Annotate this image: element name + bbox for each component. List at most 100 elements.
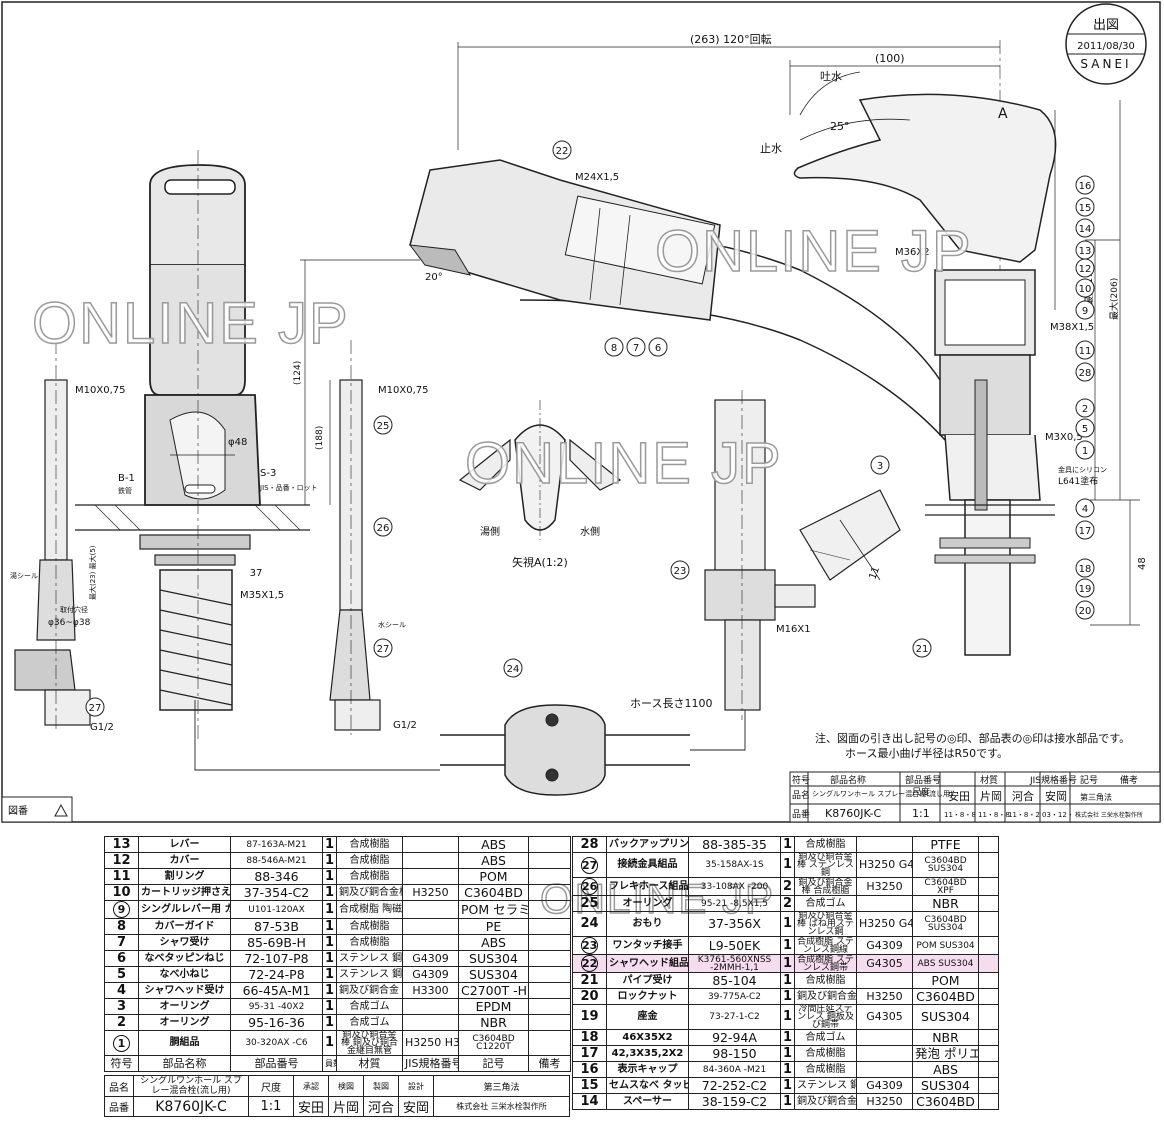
hot-supply-hose bbox=[14, 340, 91, 730]
part-note bbox=[978, 895, 999, 912]
part-number-no: 16 bbox=[572, 1061, 607, 1078]
part-jis bbox=[402, 852, 459, 869]
part-jis bbox=[402, 918, 459, 935]
part-qty: 1 bbox=[322, 998, 337, 1015]
part-name: シャワヘッド受け bbox=[138, 982, 231, 999]
part-code: K3761-560XNSS -2MMH-1,1 bbox=[688, 954, 781, 973]
part-material: 合成樹脂 bbox=[336, 918, 403, 935]
callout-27a: 27 bbox=[373, 638, 393, 658]
callout-11: 11 bbox=[1075, 340, 1095, 360]
grease-line1: 金具にシリコン bbox=[1058, 465, 1107, 474]
part-number-no: 6 bbox=[104, 950, 139, 967]
part-symbol: EPDM bbox=[458, 998, 529, 1015]
part-material: 銅及び銅合金棒 bbox=[794, 1093, 857, 1110]
svg-text:7: 7 bbox=[633, 343, 639, 354]
callout-26: 26 bbox=[373, 517, 393, 537]
svg-text:記号: 記号 bbox=[1080, 774, 1098, 786]
part-symbol: C3604BD SUS304 bbox=[912, 852, 979, 878]
part-code: 72-252-C2 bbox=[688, 1077, 781, 1094]
part-number-no: 12 bbox=[104, 852, 139, 869]
callout-13: 13 bbox=[1075, 240, 1095, 260]
part-material: 合成樹脂 陶磁器 bbox=[336, 900, 403, 919]
svg-text:12: 12 bbox=[1079, 264, 1092, 275]
part-qty: 2 bbox=[780, 895, 795, 912]
part-material: 合成ゴム bbox=[794, 895, 857, 912]
callout-6: 6 bbox=[648, 337, 668, 357]
svg-text:9: 9 bbox=[1082, 306, 1088, 317]
part-note bbox=[528, 884, 571, 901]
s3-label: S-3 bbox=[260, 468, 276, 479]
svg-text:11・8・8: 11・8・8 bbox=[944, 811, 976, 819]
svg-text:13: 13 bbox=[1079, 246, 1092, 257]
part-number-no: 5 bbox=[104, 966, 139, 983]
part-number-no: 11 bbox=[104, 868, 139, 885]
part-name: パイプ受け bbox=[606, 972, 689, 989]
part-material: 合成樹脂 bbox=[794, 972, 857, 989]
part-note bbox=[528, 900, 571, 919]
callout-10: 10 bbox=[1075, 278, 1095, 298]
svg-text:8: 8 bbox=[611, 343, 617, 354]
part-jis: G4309 bbox=[856, 1077, 913, 1094]
svg-text:19: 19 bbox=[1079, 584, 1092, 595]
part-jis: G4309 bbox=[402, 950, 459, 967]
callout-28: 28 bbox=[1075, 362, 1095, 382]
svg-text:16: 16 bbox=[1079, 181, 1092, 192]
part-jis bbox=[856, 972, 913, 989]
part-code: 95-16-36 bbox=[230, 1014, 323, 1031]
hot-seal-label: 湯シール bbox=[10, 571, 38, 580]
part-note bbox=[978, 936, 999, 955]
part-name: オーリング bbox=[138, 998, 231, 1015]
part-qty: 1 bbox=[322, 884, 337, 901]
part-material: 銅及び銅合金棒 ばね用ステンレス鋼 bbox=[794, 911, 857, 937]
section-a-view bbox=[799, 489, 901, 581]
svg-text:26: 26 bbox=[377, 523, 390, 534]
part-number-no: 3 bbox=[104, 998, 139, 1015]
part-qty: 2 bbox=[780, 877, 795, 896]
part-name: カバーガイド bbox=[138, 918, 231, 935]
part-material: 合成ゴム bbox=[336, 998, 403, 1015]
part-name: 割リング bbox=[138, 868, 231, 885]
part-note bbox=[978, 988, 999, 1005]
part-note bbox=[528, 950, 571, 967]
part-note bbox=[528, 998, 571, 1015]
part-qty: 1 bbox=[780, 972, 795, 989]
tb-name: シングルワンホール スプレー混合栓(流し用) bbox=[812, 789, 953, 798]
part-note bbox=[528, 836, 571, 853]
part-code: 95-31 -40X2 bbox=[230, 998, 323, 1015]
part-number-no: 25 bbox=[572, 895, 607, 912]
svg-text:37: 37 bbox=[250, 568, 263, 579]
bottom-title-block: 品名 シングルワンホール スプレー混合栓(流し用) 尺度 承認 検図 製図 設計… bbox=[104, 1075, 570, 1117]
part-qty: 1 bbox=[780, 852, 795, 878]
part-note bbox=[528, 966, 571, 983]
svg-text:6: 6 bbox=[655, 343, 661, 354]
contact-water-mark: 9 bbox=[113, 901, 130, 918]
svg-text:部品名称: 部品名称 bbox=[830, 774, 866, 786]
approval-stamp: 出図 2011/08/30 SANEI bbox=[1065, 3, 1147, 85]
part-material: 合成樹脂 bbox=[794, 1045, 857, 1062]
part-number-no: 8 bbox=[104, 918, 139, 935]
part-name: レバー bbox=[138, 836, 231, 853]
contact-water-mark: 1 bbox=[113, 1034, 130, 1052]
callout-7: 7 bbox=[626, 337, 646, 357]
part-code: 38-159-C2 bbox=[688, 1093, 781, 1110]
svg-text:片岡: 片岡 bbox=[980, 790, 1002, 803]
part-qty: 1 bbox=[780, 1029, 795, 1046]
part-jis: H3250 H3300 bbox=[402, 1030, 459, 1056]
svg-text:20: 20 bbox=[1079, 606, 1092, 617]
part-symbol: SUS304 bbox=[912, 1077, 979, 1094]
part-jis: H3250 bbox=[856, 877, 913, 896]
part-qty: 1 bbox=[780, 936, 795, 955]
svg-text:品名: 品名 bbox=[792, 789, 810, 801]
part-qty: 1 bbox=[322, 1014, 337, 1031]
svg-text:備考: 備考 bbox=[1120, 774, 1138, 786]
part-number-no: 21 bbox=[572, 972, 607, 989]
callout-8: 8 bbox=[604, 337, 624, 357]
part-number-no: 17 bbox=[572, 1045, 607, 1062]
contact-water-mark: 23 bbox=[581, 937, 598, 954]
